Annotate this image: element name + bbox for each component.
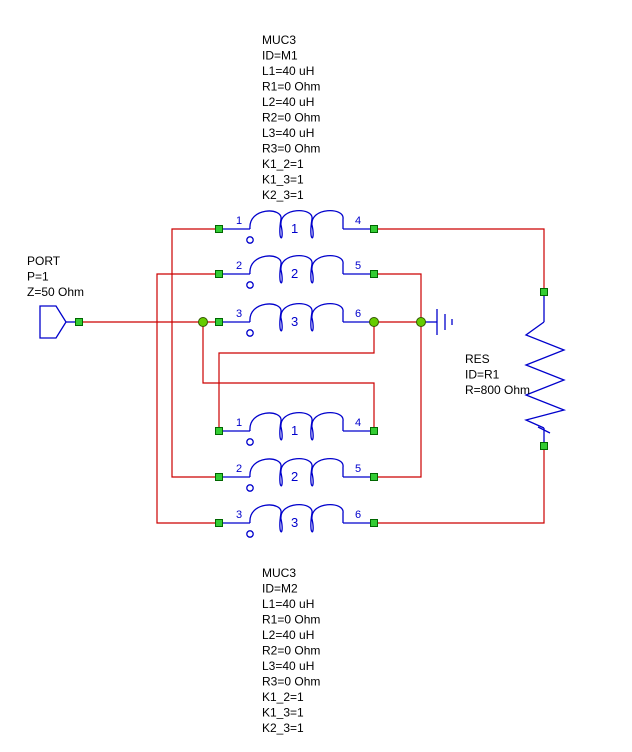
muc-m1-param-line: R3=0 Ohm xyxy=(262,142,320,156)
connection-nodes xyxy=(75,225,548,527)
m1-pin-left: 3 xyxy=(236,308,242,320)
polarity-dot-icon xyxy=(246,236,254,244)
m1-pin-left: 1 xyxy=(236,215,242,227)
muc-m2-coils: 1 4 1 2 5 2 3 6 3 xyxy=(219,411,374,538)
pin-node xyxy=(370,473,378,481)
m1-pin-right: 5 xyxy=(355,260,361,272)
pin-node xyxy=(215,225,223,233)
muc-m2-param-line: R1=0 Ohm xyxy=(262,613,320,627)
pin-node xyxy=(370,519,378,527)
m2-pin-left: 2 xyxy=(236,463,242,475)
m1-coil-number: 1 xyxy=(291,221,298,236)
polarity-dot-icon xyxy=(246,484,254,492)
res-param-line: R=800 Ohm xyxy=(465,383,530,397)
muc-m1-param-line: MUC3 xyxy=(262,33,296,47)
muc-m2-param-line: ID=M2 xyxy=(262,582,298,596)
muc-m2-param-line: R2=0 Ohm xyxy=(262,644,320,658)
m2-pin-left: 3 xyxy=(236,509,242,521)
wires xyxy=(79,228,545,524)
muc-m1-param-line: ID=M1 xyxy=(262,49,298,63)
junction-node xyxy=(369,317,379,327)
port-param-line: P=1 xyxy=(27,270,49,284)
pin-node xyxy=(215,519,223,527)
m1-coil-number: 2 xyxy=(291,266,298,281)
muc-m2-param-line: R3=0 Ohm xyxy=(262,675,320,689)
junction-node xyxy=(198,317,208,327)
wire-m1-2-to-m2-3 xyxy=(156,273,219,524)
res-param-line: RES xyxy=(465,352,490,366)
wire-m2-6-to-res xyxy=(374,446,545,524)
muc-m1-coils: 1 4 1 2 5 2 3 6 3 xyxy=(219,209,374,337)
pin-node xyxy=(540,442,548,450)
muc-m2-param-line: MUC3 xyxy=(262,566,296,580)
polarity-dot-icon xyxy=(246,438,254,446)
wire-jA-to-m2-4 xyxy=(202,322,375,431)
m2-coil-2: 2 5 2 xyxy=(219,457,374,492)
pin-node xyxy=(540,288,548,296)
res-param-line: ID=R1 xyxy=(465,368,500,382)
m2-pin-left: 1 xyxy=(236,417,242,429)
polarity-dot-icon xyxy=(246,281,254,289)
m2-pin-right: 4 xyxy=(355,417,361,429)
muc-m2-param-line: K1_2=1 xyxy=(262,690,304,704)
port-symbol xyxy=(39,305,79,339)
pin-node xyxy=(370,225,378,233)
polarity-dot-icon xyxy=(246,530,254,538)
m2-coil-3: 3 6 3 xyxy=(219,503,374,538)
pin-node xyxy=(215,427,223,435)
polarity-dot-icon xyxy=(246,329,254,337)
m1-coil-2: 2 5 2 xyxy=(219,254,374,289)
junction-node xyxy=(416,317,426,327)
m2-pin-right: 5 xyxy=(355,463,361,475)
m1-pin-right: 6 xyxy=(355,308,361,320)
m1-coil-3: 3 6 3 xyxy=(219,302,374,337)
m1-coil-number: 3 xyxy=(291,314,298,329)
muc-m2-param-line: L2=40 uH xyxy=(262,628,314,642)
muc-m1-param-line: L1=40 uH xyxy=(262,64,314,78)
port-param-line: PORT xyxy=(27,254,61,268)
muc-m1-param-line: L3=40 uH xyxy=(262,126,314,140)
m1-pin-right: 4 xyxy=(355,215,361,227)
m2-coil-number: 2 xyxy=(291,469,298,484)
muc-m2-param-line: K1_3=1 xyxy=(262,706,304,720)
wire-m1-4-to-res xyxy=(374,228,545,292)
muc-m1-param-line: K2_3=1 xyxy=(262,188,304,202)
muc-m1-param-line: K1_2=1 xyxy=(262,157,304,171)
muc-m1-param-line: L2=40 uH xyxy=(262,95,314,109)
pin-node xyxy=(215,318,223,326)
muc-m1-param-line: R1=0 Ohm xyxy=(262,80,320,94)
m1-coil-1: 1 4 1 xyxy=(219,209,374,244)
muc-m2-param-line: K2_3=1 xyxy=(262,721,304,735)
m2-coil-number: 3 xyxy=(291,515,298,530)
pin-node xyxy=(370,427,378,435)
pin-node xyxy=(75,318,83,326)
port-param-line: Z=50 Ohm xyxy=(27,285,84,299)
pin-node xyxy=(370,270,378,278)
m1-pin-left: 2 xyxy=(236,260,242,272)
m2-pin-right: 6 xyxy=(355,509,361,521)
m2-coil-1: 1 4 1 xyxy=(219,411,374,446)
wire-m1-1-to-m2-2 xyxy=(171,228,219,478)
wire-m1-5-to-gnd xyxy=(374,273,422,478)
resistor-symbol xyxy=(524,292,567,446)
muc-m2-param-line: L3=40 uH xyxy=(262,659,314,673)
m2-coil-number: 1 xyxy=(291,423,298,438)
muc-m1-param-line: K1_3=1 xyxy=(262,173,304,187)
pin-node xyxy=(215,270,223,278)
pin-node xyxy=(215,473,223,481)
wire-m1-6-to-m2-1 xyxy=(218,322,375,431)
muc-m1-param-line: R2=0 Ohm xyxy=(262,111,320,125)
muc-m2-param-line: L1=40 uH xyxy=(262,597,314,611)
